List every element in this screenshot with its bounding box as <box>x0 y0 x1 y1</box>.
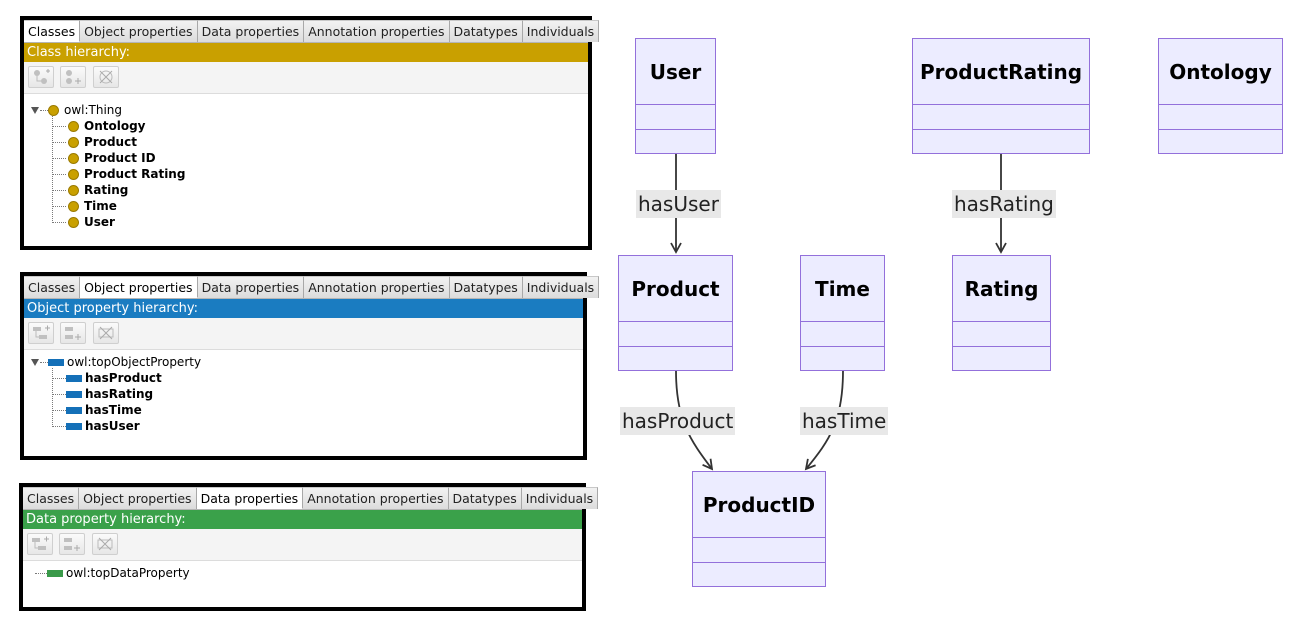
uml-class-productrating: ProductRating <box>912 38 1090 154</box>
tree-node-class[interactable]: Product ID <box>68 150 156 166</box>
expand-toggle-icon[interactable] <box>31 107 39 114</box>
object-property-icon <box>66 375 82 382</box>
class-icon <box>68 217 79 228</box>
tab-individuals[interactable]: Individuals <box>522 276 600 298</box>
tab-annotation-properties[interactable]: Annotation properties <box>304 276 450 298</box>
uml-class-ontology: Ontology <box>1158 38 1283 154</box>
tab-classes[interactable]: Classes <box>24 20 81 42</box>
data-property-icon <box>47 570 63 577</box>
edge-label-hasProduct: hasProduct <box>620 407 736 435</box>
object-property-icon <box>48 359 64 366</box>
data-properties-panel: Classes Object properties Data propertie… <box>19 483 599 611</box>
tree-node-class[interactable]: User <box>68 214 115 230</box>
object-property-hierarchy-header: Object property hierarchy: <box>24 299 583 318</box>
object-property-toolbar <box>24 318 583 350</box>
tree-node-root[interactable]: owl:topObjectProperty <box>48 354 201 370</box>
add-sibling-property-button[interactable] <box>59 533 85 555</box>
class-icon <box>68 185 79 196</box>
class-icon <box>68 137 79 148</box>
add-sub-property-button[interactable] <box>27 533 53 555</box>
tab-annotation-properties[interactable]: Annotation properties <box>304 20 450 42</box>
object-property-icon <box>66 407 82 414</box>
delete-icon <box>98 326 114 340</box>
class-icon <box>68 121 79 132</box>
tab-object-properties[interactable]: Object properties <box>80 276 198 298</box>
data-property-toolbar <box>23 529 582 561</box>
add-sibling-property-icon <box>64 538 80 551</box>
tab-classes[interactable]: Classes <box>24 276 81 298</box>
add-sibling-property-icon <box>65 327 81 340</box>
uml-class-rating: Rating <box>952 255 1051 371</box>
uml-class-time: Time <box>800 255 885 371</box>
tree-node-class[interactable]: Product Rating <box>68 166 185 182</box>
tab-bar: Classes Object properties Data propertie… <box>24 276 600 299</box>
add-sibling-class-button[interactable] <box>60 66 86 88</box>
object-property-icon <box>66 391 82 398</box>
class-icon <box>68 153 79 164</box>
add-subclass-button[interactable] <box>28 66 54 88</box>
tree-node-property[interactable]: hasProduct <box>66 370 162 386</box>
add-sub-property-icon <box>32 536 49 550</box>
tree-node-class[interactable]: Ontology <box>68 118 146 134</box>
tab-datatypes[interactable]: Datatypes <box>449 276 523 298</box>
add-sub-property-icon <box>33 325 50 339</box>
delete-icon <box>97 537 113 551</box>
class-hierarchy-header: Class hierarchy: <box>24 43 588 62</box>
tree-node-class[interactable]: Product <box>68 134 137 150</box>
tree-node-root[interactable]: owl:Thing <box>48 102 122 118</box>
edge-label-hasTime: hasTime <box>800 407 889 435</box>
class-toolbar <box>24 62 588 94</box>
tree-node-class[interactable]: Rating <box>68 182 128 198</box>
expand-toggle-icon[interactable] <box>31 359 39 366</box>
add-sub-property-button[interactable] <box>28 322 54 344</box>
add-sibling-property-button[interactable] <box>60 322 86 344</box>
tab-bar: Classes Object properties Data propertie… <box>23 487 599 510</box>
tab-individuals[interactable]: Individuals <box>522 20 600 42</box>
add-subclass-icon <box>34 69 50 84</box>
tab-datatypes[interactable]: Datatypes <box>449 20 523 42</box>
class-icon <box>48 105 59 116</box>
tab-classes[interactable]: Classes <box>23 487 80 509</box>
edge-label-hasUser: hasUser <box>636 190 721 218</box>
class-icon <box>68 169 79 180</box>
tab-individuals[interactable]: Individuals <box>521 487 599 509</box>
tab-annotation-properties[interactable]: Annotation properties <box>303 487 449 509</box>
class-icon <box>68 201 79 212</box>
tab-data-properties[interactable]: Data properties <box>197 20 305 42</box>
object-property-icon <box>66 423 82 430</box>
delete-class-button[interactable] <box>93 66 119 88</box>
tree-node-root[interactable]: owl:topDataProperty <box>47 565 190 581</box>
tree-node-property[interactable]: hasUser <box>66 418 140 434</box>
object-properties-panel: Classes Object properties Data propertie… <box>20 272 600 460</box>
uml-class-productid: ProductID <box>692 471 826 587</box>
tab-data-properties[interactable]: Data properties <box>196 487 304 509</box>
delete-icon <box>99 70 113 84</box>
tab-datatypes[interactable]: Datatypes <box>448 487 522 509</box>
data-property-hierarchy-header: Data property hierarchy: <box>23 510 582 529</box>
tree-node-class[interactable]: Time <box>68 198 117 214</box>
add-sibling-icon <box>66 70 81 84</box>
tab-object-properties[interactable]: Object properties <box>80 20 198 42</box>
delete-property-button[interactable] <box>92 533 118 555</box>
delete-property-button[interactable] <box>93 322 119 344</box>
tree-node-property[interactable]: hasTime <box>66 402 142 418</box>
classes-panel: Classes Object properties Data propertie… <box>20 16 600 250</box>
tab-bar: Classes Object properties Data propertie… <box>24 20 600 43</box>
tab-object-properties[interactable]: Object properties <box>79 487 197 509</box>
edge-label-hasRating: hasRating <box>952 190 1056 218</box>
uml-class-product: Product <box>618 255 733 371</box>
uml-class-user: User <box>635 38 716 154</box>
tab-data-properties[interactable]: Data properties <box>197 276 305 298</box>
tree-node-property[interactable]: hasRating <box>66 386 153 402</box>
